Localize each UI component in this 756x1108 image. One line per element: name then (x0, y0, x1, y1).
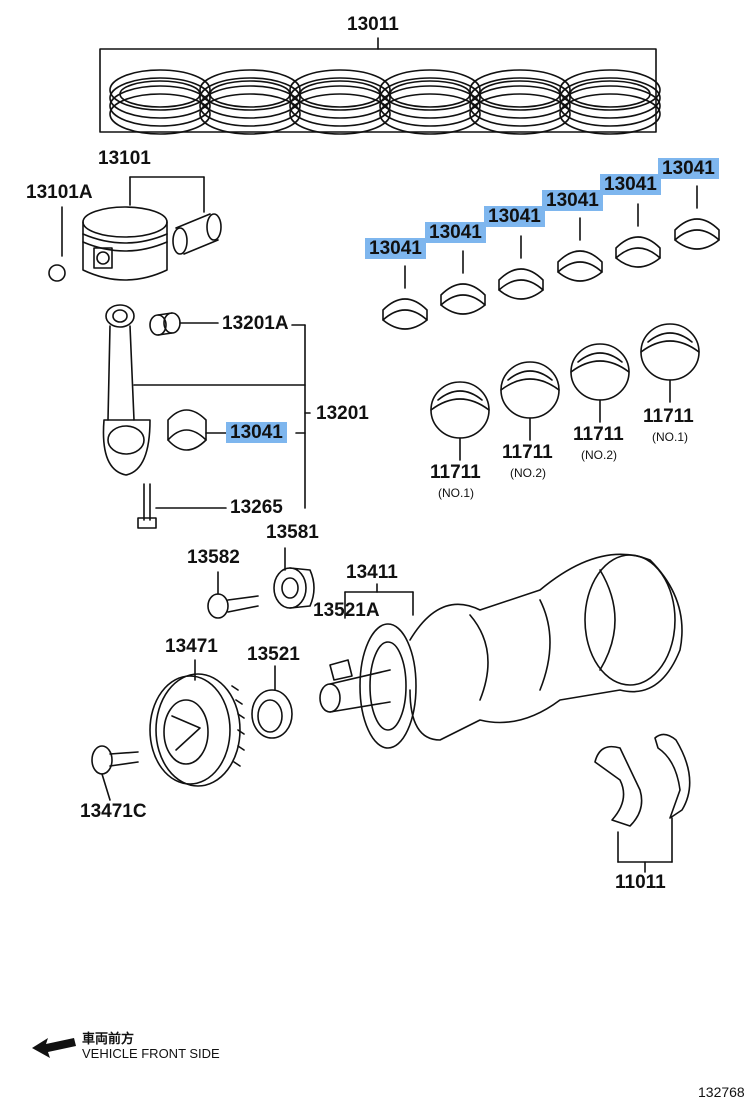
upper-bearing-shells (382, 185, 720, 330)
label-13041-conrod[interactable]: 13041 (226, 422, 287, 444)
label-13101[interactable]: 13101 (98, 148, 151, 169)
label-13201[interactable]: 13201 (316, 403, 369, 424)
pulley-bolt-drawing (207, 571, 259, 619)
label-13011[interactable]: 13011 (347, 14, 399, 35)
label-11711-b[interactable]: 11711 (502, 442, 553, 463)
crankshaft-drawing (319, 553, 683, 749)
timing-sprocket-drawing (251, 665, 293, 739)
thrust-washers-drawing (594, 733, 691, 873)
piston-ring-stacks (109, 69, 661, 135)
conrod-bearing-drawing (167, 409, 229, 451)
figure-number: 132768 (698, 1084, 745, 1100)
label-13041-hl1[interactable]: 13041 (365, 238, 426, 260)
label-13201a[interactable]: 13201A (222, 313, 289, 334)
conrod-bolt-drawing (137, 483, 227, 529)
label-13265[interactable]: 13265 (230, 497, 283, 518)
label-no1-a: (NO.1) (438, 486, 474, 500)
label-13101a[interactable]: 13101A (26, 182, 93, 203)
conrod-bush-drawing (149, 312, 219, 336)
conrod-drawing (102, 304, 311, 509)
vehicle-front-arrow-icon (32, 1038, 76, 1058)
pulley-set-bolt-drawing (91, 745, 139, 801)
label-13582[interactable]: 13582 (187, 547, 240, 568)
label-11011[interactable]: 11011 (615, 872, 666, 893)
label-13471[interactable]: 13471 (165, 636, 218, 657)
label-13041-hl2[interactable]: 13041 (425, 222, 486, 244)
label-no2-b: (NO.2) (510, 466, 546, 480)
label-11711-c[interactable]: 11711 (573, 424, 624, 445)
label-13041-hl3[interactable]: 13041 (484, 206, 545, 228)
piston-drawing (61, 176, 205, 281)
crank-key-drawing (273, 547, 315, 609)
label-11711-a[interactable]: 11711 (430, 462, 481, 483)
label-13581[interactable]: 13581 (266, 522, 319, 543)
label-no2-c: (NO.2) (581, 448, 617, 462)
label-13411[interactable]: 13411 (346, 562, 398, 583)
label-13041-hl5[interactable]: 13041 (600, 174, 661, 196)
label-13041-hl6[interactable]: 13041 (658, 158, 719, 180)
label-13521[interactable]: 13521 (247, 644, 300, 665)
label-no1-d: (NO.1) (652, 430, 688, 444)
snap-ring-drawing (48, 264, 66, 282)
crank-pulley-drawing (149, 659, 245, 787)
label-13041-hl4[interactable]: 13041 (542, 190, 603, 212)
piston-pin-drawing (172, 213, 222, 255)
legend-english: VEHICLE FRONT SIDE (82, 1046, 220, 1061)
lower-bearing-shells (430, 323, 700, 461)
label-13521a[interactable]: 13521A (313, 600, 380, 621)
label-11711-d[interactable]: 11711 (643, 406, 694, 427)
label-13471c[interactable]: 13471C (80, 801, 147, 822)
legend-chinese: 車両前方 (82, 1032, 135, 1047)
